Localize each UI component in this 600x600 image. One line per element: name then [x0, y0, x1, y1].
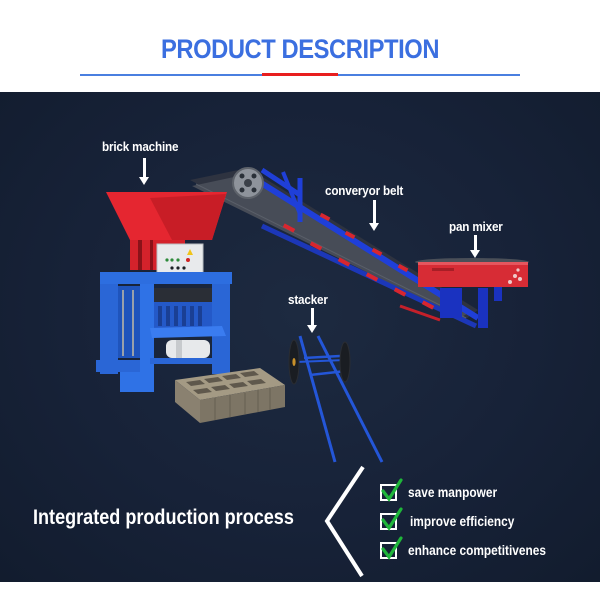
benefit-label: improve efficiency [410, 514, 515, 529]
header: PRODUCT DESCRIPTION [0, 0, 600, 92]
arrow-down-icon [470, 235, 480, 258]
benefit-item: enhance competitivenes [380, 536, 565, 560]
label-stacker: stacker [288, 292, 328, 307]
label-brick-machine: brick machine [102, 139, 179, 154]
checked-checkbox-icon [380, 478, 403, 502]
process-title: Integrated production process [33, 506, 294, 529]
pan-mixer-illustration [415, 258, 529, 328]
stacker-illustration [288, 335, 384, 463]
brick-machine-illustration [96, 192, 232, 392]
label-conveyor-belt: converyor belt [325, 183, 404, 198]
page-title: PRODUCT DESCRIPTION [160, 34, 440, 64]
concrete-block-illustration [175, 368, 285, 423]
benefit-item: improve efficiency [380, 507, 529, 531]
checked-checkbox-icon [380, 507, 403, 531]
label-pan-mixer: pan mixer [449, 219, 503, 234]
benefit-label: save manpower [408, 485, 498, 500]
bracket-chevron [324, 465, 365, 578]
arrow-down-icon [369, 200, 379, 231]
benefit-label: enhance competitivenes [408, 543, 546, 558]
title-divider-accent [262, 73, 338, 76]
checked-checkbox-icon [380, 536, 403, 560]
arrow-down-icon [307, 308, 317, 333]
benefit-item: save manpower [380, 478, 509, 502]
arrow-down-icon [139, 158, 149, 185]
